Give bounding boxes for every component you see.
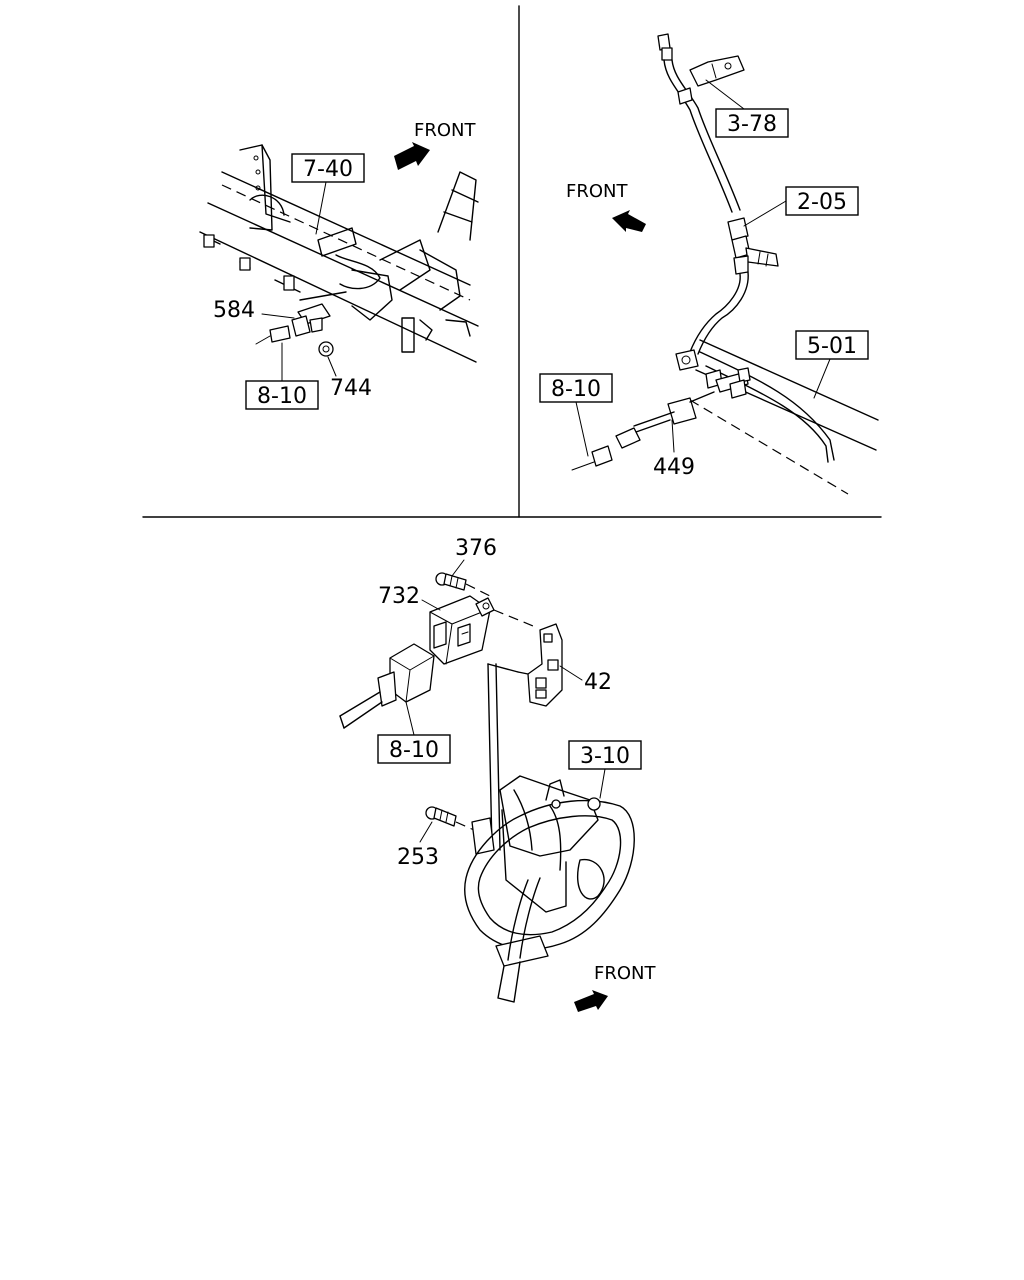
front-arrow-icon [574, 990, 608, 1012]
pedal-and-switch-drawing [339, 572, 635, 1003]
ref-label-8-10-bottom: 8-10 [389, 738, 439, 763]
ref-box-5-01 [795, 330, 869, 360]
ref-box-7-40 [291, 153, 365, 183]
ref-label-8-10-top-left: 8-10 [257, 384, 307, 409]
part-number-744: 744 [330, 376, 372, 401]
ref-box-8-10-top-right [539, 373, 613, 403]
part-number-732: 732 [378, 584, 420, 609]
ref-box-3-78 [715, 108, 789, 138]
ref-box-2-05 [785, 186, 859, 216]
front-arrow-icon [612, 210, 646, 232]
bottom-panel: FRONT 376 732 42 8-10 3-10 253 [339, 536, 656, 1012]
top-right-panel: FRONT 3-78 2-05 5-01 8-10 449 [539, 33, 879, 495]
ref-label-3-10: 3-10 [580, 744, 630, 769]
ref-label-2-05: 2-05 [797, 190, 847, 215]
part-number-42: 42 [584, 670, 612, 695]
front-label-top-right: FRONT [566, 181, 628, 202]
hose-and-frame-drawing [571, 33, 879, 495]
ref-label-5-01: 5-01 [807, 334, 857, 359]
ref-label-8-10-top-right: 8-10 [551, 377, 601, 402]
part-number-376: 376 [455, 536, 497, 561]
part-number-584: 584 [213, 298, 255, 323]
front-label-bottom: FRONT [594, 963, 656, 984]
part-number-449: 449 [653, 455, 695, 480]
ref-label-7-40: 7-40 [303, 157, 353, 182]
front-label-top-left: FRONT [414, 120, 476, 141]
top-left-panel: FRONT 7-40 8-10 584 744 [199, 120, 479, 410]
ref-label-3-78: 3-78 [727, 112, 777, 137]
frame-rail-drawing [199, 144, 479, 363]
part-number-253: 253 [397, 845, 439, 870]
front-arrow-icon [394, 142, 430, 170]
